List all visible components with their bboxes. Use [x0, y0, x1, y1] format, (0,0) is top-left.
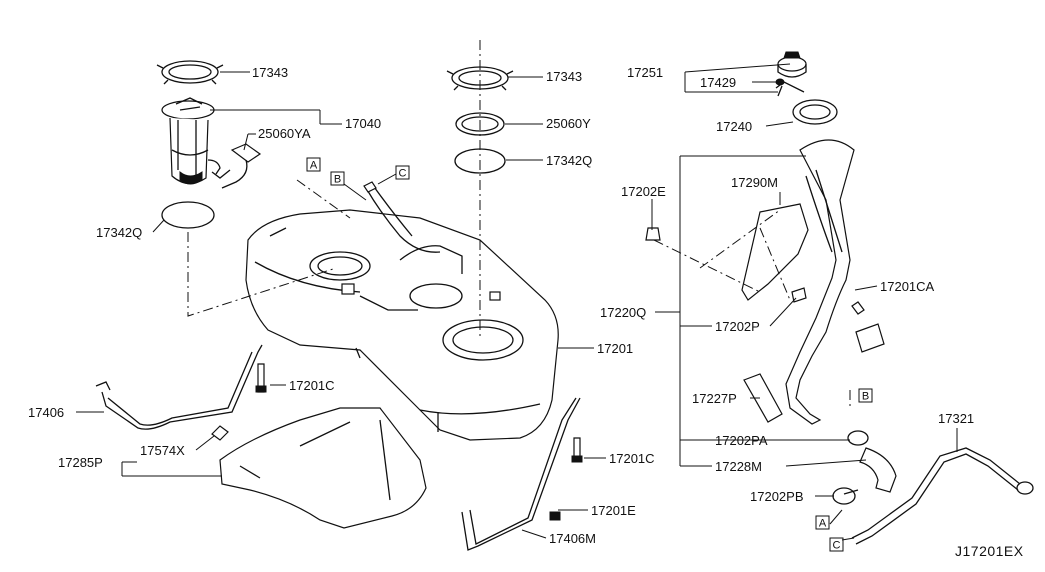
- lock-ring-left: [156, 60, 224, 85]
- strap-17406m: [461, 397, 581, 551]
- hose-end: [363, 181, 377, 193]
- nut-17201e-bottom: [549, 511, 561, 521]
- vent-tube-17321: [851, 447, 1021, 539]
- label-17202p: 17202P: [715, 319, 760, 334]
- clip-17574x: [211, 425, 229, 441]
- filler-tube: [785, 139, 855, 425]
- fuel-pump-module: [161, 97, 262, 189]
- clamp-17202pa: [847, 430, 869, 446]
- ref-box-b-top: B: [330, 171, 345, 186]
- label-17228m: 17228M: [715, 459, 762, 474]
- bolt-17201ca: [851, 301, 865, 315]
- label-17201c-left: 17201C: [289, 378, 335, 393]
- label-25060ya: 25060YA: [258, 126, 311, 141]
- label-17201e-bottom: 17201E: [591, 503, 636, 518]
- o-ring-left: [161, 201, 215, 229]
- label-17227p: 17227P: [692, 391, 737, 406]
- label-17342q-mid: 17342Q: [546, 153, 592, 168]
- tether-pin: [775, 78, 785, 86]
- label-17285p: 17285P: [58, 455, 103, 470]
- label-17202e: 17202E: [621, 184, 666, 199]
- bracket-17290m: [741, 203, 809, 301]
- label-25060y: 25060Y: [546, 116, 591, 131]
- hose-17228m: [859, 447, 897, 493]
- svg-text:B: B: [862, 391, 869, 403]
- label-17290m: 17290M: [731, 175, 778, 190]
- label-17343-left: 17343: [252, 65, 288, 80]
- leader-lines: [76, 63, 958, 541]
- dashline-left: [187, 232, 337, 317]
- label-17574x: 17574X: [140, 443, 185, 458]
- breather-17227p: [743, 373, 783, 423]
- clamp-17202pb: [832, 487, 856, 505]
- label-17251: 17251: [627, 65, 663, 80]
- filler-cap: [777, 51, 807, 78]
- tank-hose-a: [365, 187, 441, 253]
- dashline-right: [653, 209, 791, 301]
- label-17321: 17321: [938, 411, 974, 426]
- ref-box-b-right: B: [858, 388, 873, 403]
- diagram-code: J17201EX: [955, 543, 1024, 559]
- label-17342q-left: 17342Q: [96, 225, 142, 240]
- bolt-17201c-right: [573, 437, 581, 459]
- ref-box-a-top: A: [306, 157, 321, 172]
- tank-hose-b: [371, 183, 413, 237]
- label-17343-mid: 17343: [546, 69, 582, 84]
- clip-17202e: [645, 227, 661, 241]
- label-17201: 17201: [597, 341, 633, 356]
- dashline-a: [296, 179, 351, 219]
- svg-text:A: A: [819, 518, 827, 530]
- label-17201c-right: 17201C: [609, 451, 655, 466]
- label-17220q: 17220Q: [600, 305, 646, 320]
- label-17201ca: 17201CA: [880, 279, 935, 294]
- label-17040: 17040: [345, 116, 381, 131]
- label-17406m: 17406M: [549, 531, 596, 546]
- filler-ring-17240: [792, 99, 838, 125]
- strap-17406: [101, 344, 263, 430]
- ref-box-c-top: C: [395, 165, 410, 180]
- label-17202pb: 17202PB: [750, 489, 804, 504]
- ref-box-a-bottom: A: [815, 515, 830, 530]
- label-17202pa: 17202PA: [715, 433, 768, 448]
- svg-text:B: B: [334, 174, 341, 186]
- label-17240: 17240: [716, 119, 752, 134]
- heat-shield: [219, 407, 427, 529]
- label-17406: 17406: [28, 405, 64, 420]
- svg-text:C: C: [833, 540, 841, 552]
- ref-box-c-bottom: C: [829, 537, 844, 552]
- fuel-tank: [245, 209, 559, 441]
- label-17429: 17429: [700, 75, 736, 90]
- svg-text:A: A: [310, 160, 318, 172]
- svg-text:C: C: [399, 168, 407, 180]
